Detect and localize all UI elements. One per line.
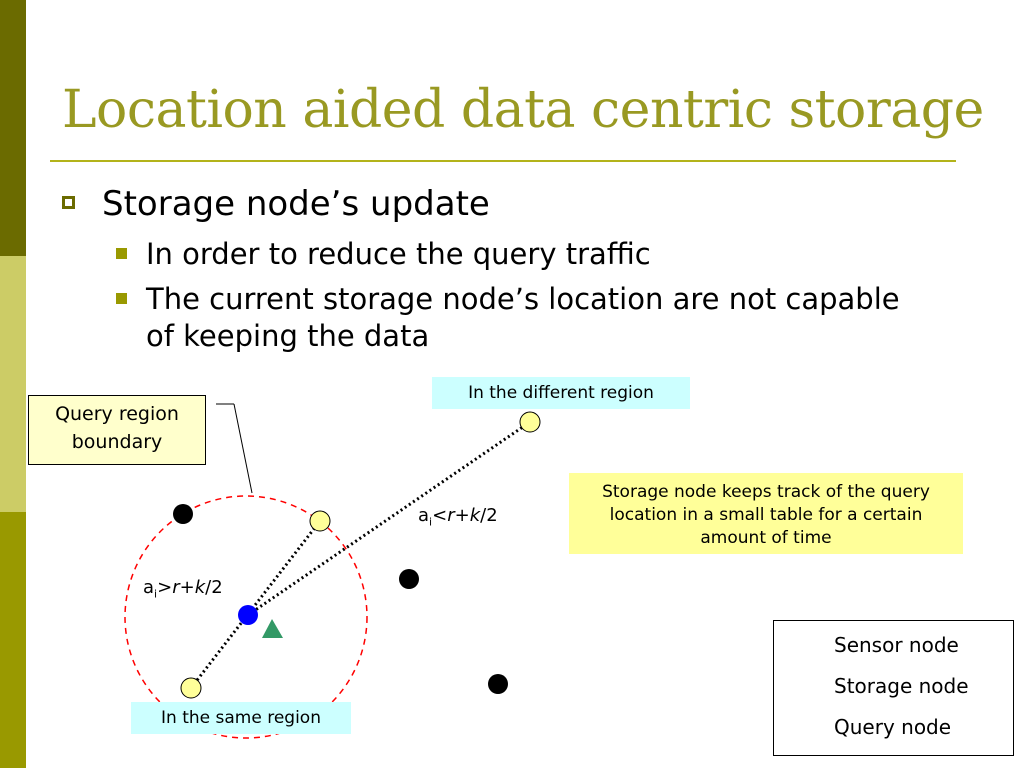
- hollow-square-bullet-icon: [62, 196, 75, 209]
- square-bullet-icon: [116, 248, 127, 259]
- legend-query-node-label: Query node: [834, 715, 952, 739]
- sensor-node: [173, 504, 193, 524]
- distance-greater-label: ai>r+k/2: [143, 577, 223, 601]
- target-triangle-icon: [262, 619, 283, 638]
- query-node: [309, 510, 331, 532]
- slide-title: Location aided data centric storage: [62, 80, 984, 140]
- dotted-link-different-region: [247, 420, 531, 617]
- query-region-boundary-label: Query region boundary: [28, 395, 206, 465]
- sidebar-bottom-stripe: [0, 512, 26, 768]
- bullet-level2-text: The current storage node’s location are …: [146, 282, 900, 353]
- boundary-pointer-line: [233, 403, 253, 494]
- bullet-level1-text: Storage node’s update: [102, 184, 490, 224]
- square-bullet-icon: [116, 293, 127, 304]
- sidebar-middle-stripe: [0, 256, 26, 512]
- sensor-node: [399, 569, 419, 589]
- query-node: [519, 411, 541, 433]
- bullet-level2-text: In order to reduce the query traffic: [146, 237, 651, 271]
- query-region-circle: [124, 495, 368, 739]
- same-region-label: In the same region: [131, 702, 351, 734]
- legend-storage-node-label: Storage node: [834, 674, 969, 698]
- sensor-node: [488, 674, 508, 694]
- storage-node-note: Storage node keeps track of the query lo…: [569, 473, 963, 554]
- different-region-label: In the different region: [432, 377, 690, 409]
- distance-less-label: ai<r+k/2: [418, 505, 498, 529]
- legend: Sensor node Storage node Query node: [773, 620, 1014, 756]
- legend-sensor-node-label: Sensor node: [834, 633, 959, 657]
- query-node: [180, 677, 202, 699]
- storage-node: [238, 605, 258, 625]
- dotted-link-same-region: [189, 520, 322, 689]
- sidebar-top-stripe: [0, 0, 26, 256]
- title-underline: [50, 160, 956, 162]
